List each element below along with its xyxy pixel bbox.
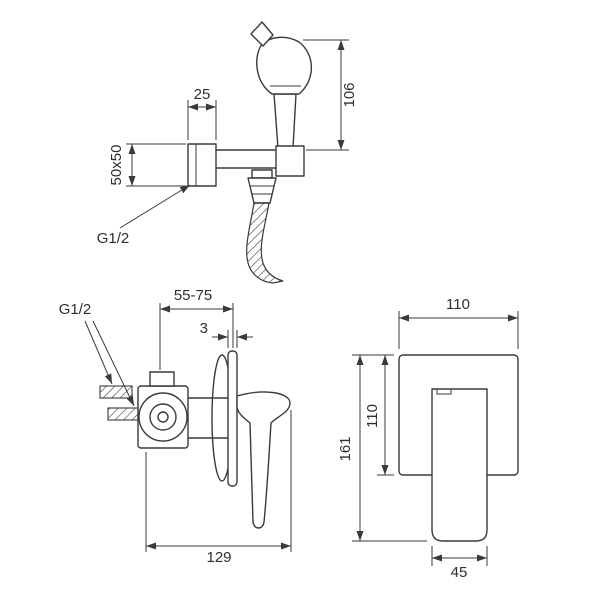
dim-plate-height: 110	[364, 355, 394, 476]
inlet-thread-top	[99, 385, 133, 399]
sprayer-view: 25 106 50x50 G1/2	[97, 21, 358, 284]
inlet-thread-bottom	[107, 407, 139, 421]
valve-cartridge-mid	[149, 403, 177, 431]
dim-plate-width: 110	[398, 296, 519, 349]
thread-callout-sprayer: G1/2	[97, 184, 191, 247]
hose-nut	[247, 177, 277, 204]
dim-sprayer-height: 106	[303, 39, 358, 151]
dim-label-plate-thickness: 3	[200, 320, 208, 337]
valve-cartridge-outer	[138, 392, 188, 442]
lever-handle-side	[236, 391, 291, 529]
mixer-front-view: 110 161 110 45	[337, 296, 519, 581]
bracket-holder	[275, 145, 305, 177]
sprayer-nozzle-icon	[250, 21, 274, 47]
thread-callout-mixer: G1/2	[59, 301, 135, 407]
dim-handle-width: 45	[431, 546, 488, 581]
dim-label-plate-width: 110	[446, 296, 470, 313]
lever-handle-front	[431, 388, 488, 542]
valve-cartridge-inner	[157, 411, 169, 423]
handle-pivot-mark	[436, 388, 452, 395]
thread-label-sprayer: G1/2	[97, 230, 130, 247]
dim-plate-thickness: 3	[200, 320, 253, 348]
dim-flange-size: 50x50	[108, 143, 186, 187]
dim-label-bracket-width: 25	[194, 86, 211, 103]
dim-label-overall-length: 129	[206, 549, 231, 566]
valve-top-port	[149, 371, 175, 387]
sprayer-handle	[273, 93, 297, 149]
wall-plate-edge	[227, 350, 238, 487]
dim-overall-height: 161	[337, 354, 427, 542]
dim-label-flange-size: 50x50	[108, 145, 125, 186]
dim-bracket-width: 25	[187, 86, 217, 140]
wall-flange	[187, 143, 217, 187]
dim-label-overall-height: 161	[337, 436, 354, 461]
mixer-side-view: 55-75 3 G1/2 129	[59, 287, 292, 566]
dim-overall-length: 129	[145, 410, 292, 566]
dim-label-sprayer-height: 106	[341, 82, 358, 107]
shower-hose	[246, 202, 284, 284]
dim-label-mounting-depth: 55-75	[174, 287, 212, 304]
dim-mounting-depth: 55-75	[159, 287, 234, 370]
dim-label-plate-height: 110	[364, 404, 381, 428]
thread-label-mixer: G1/2	[59, 301, 92, 318]
hose-connector	[251, 169, 273, 179]
sprayer-head	[256, 36, 312, 95]
dim-label-handle-width: 45	[451, 564, 468, 581]
